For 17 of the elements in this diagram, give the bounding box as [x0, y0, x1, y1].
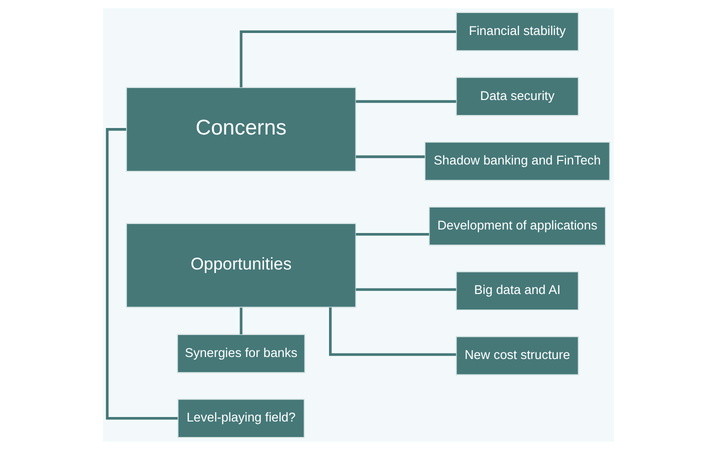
- connector: [355, 100, 456, 103]
- connector: [328, 307, 456, 356]
- node-box: Data security: [455, 76, 578, 116]
- node-box: Level-playing field?: [176, 398, 304, 438]
- connector: [239, 308, 242, 334]
- node-box: Big data and AI: [455, 271, 578, 311]
- connector: [239, 30, 456, 88]
- node-box: Financial stability: [455, 12, 578, 52]
- connector: [355, 288, 456, 291]
- connector: [355, 155, 424, 158]
- node-box: Development of applications: [428, 206, 606, 246]
- node-box: Synergies for banks: [176, 334, 305, 374]
- node-box: New cost structure: [455, 336, 578, 376]
- connector: [355, 232, 429, 236]
- node-box: Opportunities: [125, 222, 356, 308]
- node-box: Concerns: [125, 86, 356, 172]
- node-box: Shadow banking and FinTech: [424, 142, 610, 181]
